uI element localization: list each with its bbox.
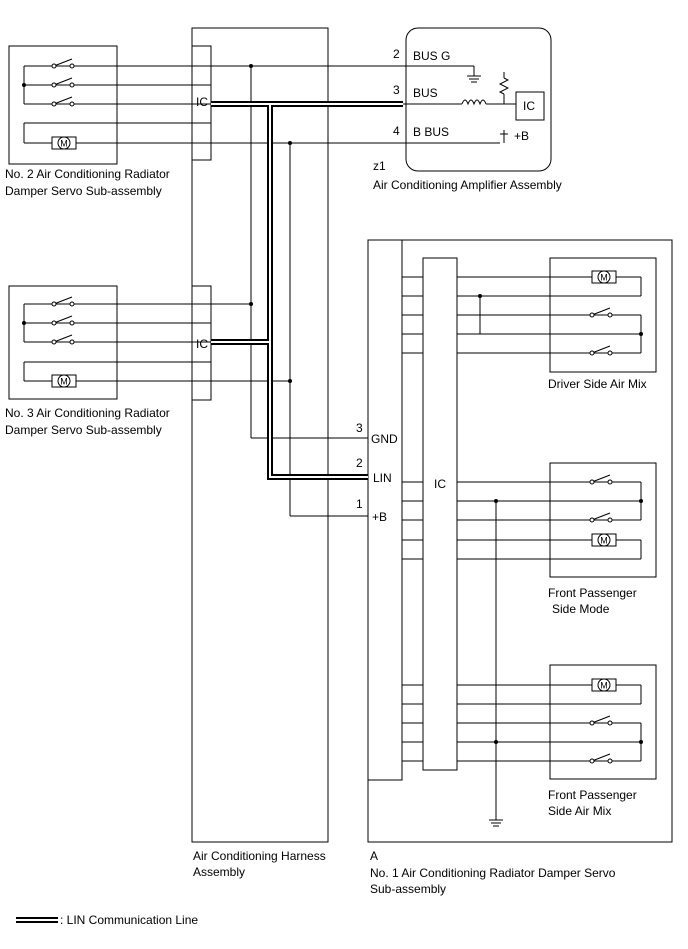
sub-unit-driver-air-mix-label: Driver Side Air Mix bbox=[548, 377, 647, 391]
motor-icon-no3: M bbox=[51, 374, 77, 388]
servo-no3-name-line1: No. 3 Air Conditioning Radiator bbox=[5, 406, 170, 420]
servo-no2-outer-box bbox=[8, 45, 118, 165]
svg-text:M: M bbox=[600, 536, 608, 546]
servo-no1-name-line1: No. 1 Air Conditioning Radiator Damper S… bbox=[370, 866, 616, 880]
amp-pin-3-name: BUS bbox=[413, 86, 438, 100]
servo-no1-outer-box bbox=[367, 239, 673, 843]
sub-unit-passenger-air-mix-line2: Side Air Mix bbox=[548, 804, 611, 818]
servo-a-pin-2-num: 2 bbox=[356, 456, 363, 470]
sub-unit-passenger-mode-line1: Front Passenger bbox=[548, 586, 637, 600]
sub-unit-passenger-air-mix-box bbox=[549, 664, 657, 780]
servo-a-pin-1-name: +B bbox=[372, 510, 387, 524]
amplifier-ic-label: IC bbox=[523, 99, 535, 113]
legend-label: : LIN Communication Line bbox=[60, 913, 198, 927]
servo-no1-ic-block bbox=[422, 257, 458, 771]
motor-icon-no2: M bbox=[51, 136, 77, 150]
servo-a-pin-1-num: 1 bbox=[356, 497, 363, 511]
amplifier-ic-block bbox=[515, 91, 545, 121]
svg-text:M: M bbox=[60, 377, 68, 387]
amp-pin-4-name: B BUS bbox=[413, 125, 449, 139]
sub-unit-passenger-mode-line2: Side Mode bbox=[552, 602, 610, 616]
servo-a-pin-3-num: 3 bbox=[356, 421, 363, 435]
svg-text:M: M bbox=[600, 273, 608, 283]
lin-communication-line bbox=[211, 101, 462, 480]
servo-a-pin-3-name: GND bbox=[371, 432, 398, 446]
harness-box bbox=[191, 27, 329, 843]
motor-icon-driver-air-mix: M bbox=[591, 270, 617, 284]
amplifier-name: Air Conditioning Amplifier Assembly bbox=[373, 178, 562, 192]
harness-name-line1: Air Conditioning Harness bbox=[193, 849, 326, 863]
servo-no1-connector-block bbox=[367, 239, 403, 781]
servo-a-pin-2-name: LIN bbox=[373, 471, 392, 485]
svg-text:M: M bbox=[60, 139, 68, 149]
svg-text:M: M bbox=[600, 681, 608, 691]
servo-no3-ic-label: IC bbox=[196, 337, 208, 351]
amplifier-code: z1 bbox=[373, 159, 386, 173]
motor-icon-passenger-mode: M bbox=[591, 533, 617, 547]
amp-pin-2-name: BUS G bbox=[413, 49, 450, 63]
servo-no3-name-line2: Damper Servo Sub-assembly bbox=[5, 423, 162, 437]
harness-name-line2: Assembly bbox=[193, 865, 245, 879]
amp-pin-2-num: 2 bbox=[393, 47, 400, 61]
amplifier-box bbox=[405, 27, 552, 172]
amp-pin-3-num: 3 bbox=[393, 83, 400, 97]
servo-no1-ic-label: IC bbox=[434, 477, 446, 491]
servo-no2-name-line2: Damper Servo Sub-assembly bbox=[5, 184, 162, 198]
amp-supply-label: +B bbox=[514, 129, 529, 143]
servo-no2-name-line1: No. 2 Air Conditioning Radiator bbox=[5, 167, 170, 181]
servo-no1-name-line2: Sub-assembly bbox=[370, 882, 446, 896]
servo-no2-ic-label: IC bbox=[196, 95, 208, 109]
amp-pin-4-num: 4 bbox=[393, 124, 400, 138]
servo-no1-code: A bbox=[370, 849, 378, 863]
motor-icon-passenger-air-mix: M bbox=[591, 678, 617, 692]
sub-unit-passenger-air-mix-line1: Front Passenger bbox=[548, 788, 637, 802]
